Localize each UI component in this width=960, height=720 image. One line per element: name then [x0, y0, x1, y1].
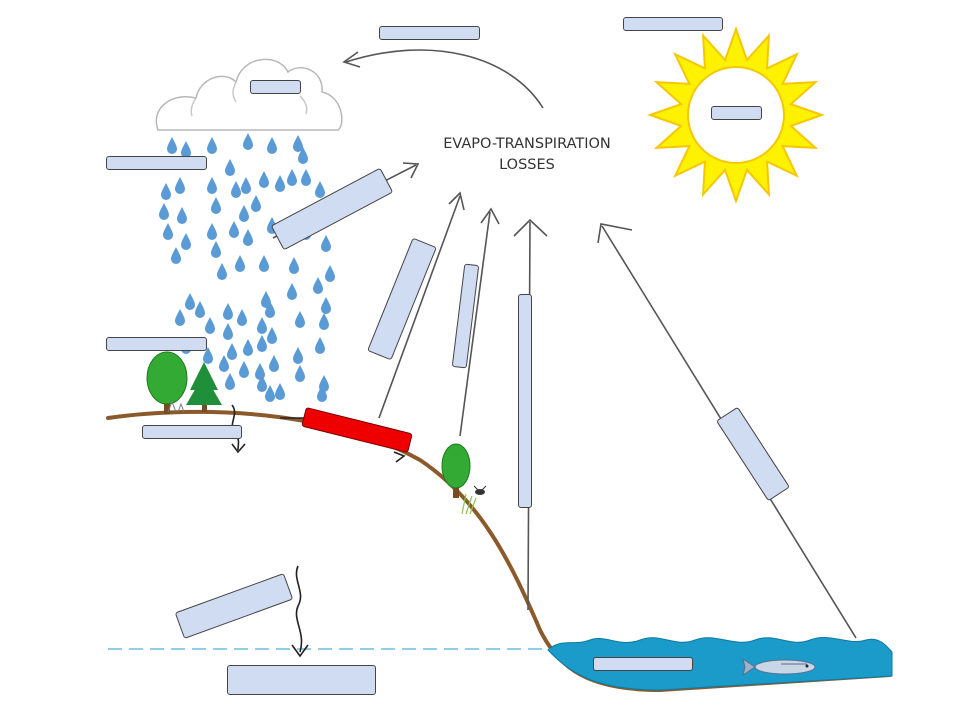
raindrop [267, 137, 277, 154]
raindrop [255, 363, 265, 380]
raindrop [295, 311, 305, 328]
raindrop [325, 265, 335, 282]
raindrop [207, 223, 217, 240]
stream-evaporation-label[interactable] [518, 294, 532, 508]
insect-icon [473, 485, 487, 495]
cloud-transfer-label[interactable] [379, 26, 480, 40]
raindrop [195, 301, 205, 318]
groundwater-label[interactable] [227, 665, 376, 695]
raindrop [171, 247, 181, 264]
raindrop [259, 171, 269, 188]
diagram-title-line2: LOSSES [499, 157, 555, 173]
cloud-icon [155, 58, 343, 131]
evapotranspiration-arrows [272, 162, 857, 639]
raindrop [227, 343, 237, 360]
raindrop [289, 257, 299, 274]
rain-icon [159, 133, 335, 402]
raindrop [315, 181, 325, 198]
raindrop [225, 373, 235, 390]
raindrop [319, 313, 329, 330]
raindrop [275, 383, 285, 400]
raindrop [293, 135, 303, 152]
raindrop [295, 365, 305, 382]
raindrop [269, 355, 279, 372]
pine-icon [186, 362, 222, 412]
raindrop [321, 297, 331, 314]
raindrop [211, 241, 221, 258]
sun-top-label[interactable] [623, 17, 723, 31]
canopy-label[interactable] [106, 337, 207, 351]
diagram-title-line1: EVAPO-TRANSPIRATION [443, 136, 611, 152]
raindrop [223, 323, 233, 340]
raindrop [251, 195, 261, 212]
raindrop [257, 317, 267, 334]
raindrop [211, 197, 221, 214]
raindrop [225, 159, 235, 176]
percolation-arrow [291, 565, 309, 658]
raindrop [223, 303, 233, 320]
raindrop [175, 309, 185, 326]
raindrop [217, 263, 227, 280]
raindrop [229, 221, 239, 238]
water-body-label[interactable] [593, 657, 693, 671]
water-body [547, 636, 893, 691]
tree-icon [146, 351, 188, 414]
raindrop [315, 337, 325, 354]
raindrop [239, 205, 249, 222]
evaporation-transfer-arrow [342, 49, 544, 109]
raindrop [275, 175, 285, 192]
raindrop [243, 229, 253, 246]
raindrop [231, 181, 241, 198]
raindrop [237, 309, 247, 326]
fish-icon [742, 657, 816, 677]
raindrop [159, 203, 169, 220]
raindrop [243, 339, 253, 356]
raindrop [313, 277, 323, 294]
raindrop [321, 235, 331, 252]
raindrop [239, 361, 249, 378]
raindrop [175, 177, 185, 194]
raindrop [257, 335, 267, 352]
raindrop [219, 355, 229, 372]
raindrop [267, 327, 277, 344]
raindrop [177, 207, 187, 224]
raindrop [235, 255, 245, 272]
raindrop [287, 169, 297, 186]
sun-label[interactable] [711, 106, 762, 120]
raindrop [287, 283, 297, 300]
raindrop [259, 255, 269, 272]
precipitation-label[interactable] [106, 156, 207, 170]
raindrop [185, 293, 195, 310]
cloud-label[interactable] [250, 80, 301, 94]
raindrop [181, 233, 191, 250]
raindrop [243, 133, 253, 150]
raindrop [205, 317, 215, 334]
raindrop [301, 169, 311, 186]
raindrop [207, 137, 217, 154]
raindrop [167, 137, 177, 154]
raindrop [163, 223, 173, 240]
tree-icon [441, 443, 477, 515]
raindrop [241, 177, 251, 194]
raindrop [207, 177, 217, 194]
infiltration-label[interactable] [142, 425, 242, 439]
runoff-arrowhead [393, 451, 406, 463]
raindrop [293, 347, 303, 364]
raindrop [161, 183, 171, 200]
grass-icon [167, 400, 185, 413]
